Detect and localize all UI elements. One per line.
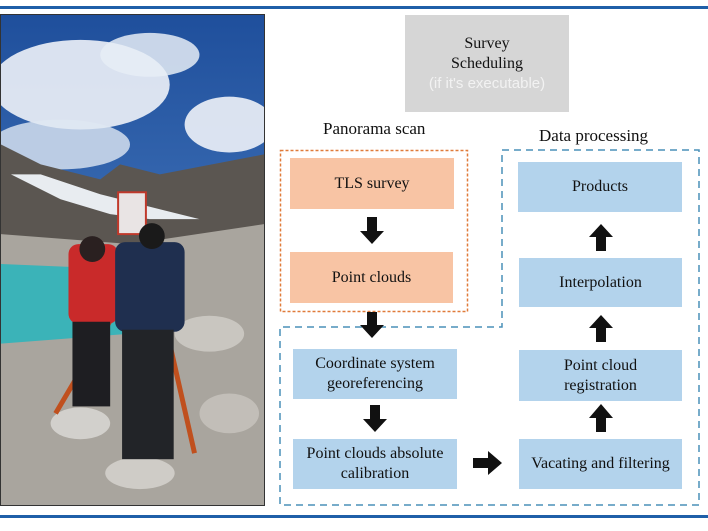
step-line1: Coordinate system <box>315 355 435 372</box>
field-survey-photo <box>0 14 265 506</box>
arrow-up-registration-to-interpolation <box>589 315 613 342</box>
vacating-filtering-box: Vacating and filtering <box>519 439 682 489</box>
step-line1: Point clouds absolute <box>306 445 444 462</box>
step-line1: Products <box>572 178 628 195</box>
step-line1: Point cloud <box>563 356 638 374</box>
survey-scheduling-box: Survey Scheduling (if it's executable) <box>405 15 569 112</box>
scheduling-note: (if it's executable) <box>428 74 546 92</box>
arrow-down-pointclouds-to-coordinate <box>360 312 384 338</box>
arrow-down-coordinate-to-calibration <box>363 405 387 432</box>
bottom-frame-line <box>0 515 708 518</box>
arrow-up-vacating-to-registration <box>589 404 613 432</box>
top-frame-line <box>0 6 708 9</box>
scheduling-title-line1: Survey <box>464 34 510 52</box>
scheduling-title-line2: Scheduling <box>451 54 523 72</box>
arrow-right-calibration-to-vacating <box>473 451 502 475</box>
point-cloud-registration-box: Point cloud registration <box>519 350 682 401</box>
step-line1: Interpolation <box>559 273 642 291</box>
coordinate-georeferencing-box: Coordinate system georeferencing <box>293 349 457 399</box>
panorama-scan-label: Panorama scan <box>323 119 426 138</box>
point-clouds-box: Point clouds <box>290 252 453 303</box>
arrow-up-interpolation-to-products <box>589 224 613 251</box>
step-line2: georeferencing <box>327 375 423 392</box>
step-line2: registration <box>564 376 637 394</box>
data-processing-group-border <box>279 149 700 506</box>
data-processing-label: Data processing <box>539 126 649 145</box>
panorama-scan-group-border <box>279 149 469 313</box>
absolute-calibration-box: Point clouds absolute calibration <box>293 439 457 489</box>
arrow-down-tls-to-pointclouds <box>360 217 384 244</box>
tls-survey-box: TLS survey <box>290 158 454 209</box>
step-line2: calibration <box>340 465 410 482</box>
step-line1: Vacating and filtering <box>531 455 670 472</box>
products-box: Products <box>518 162 682 212</box>
interpolation-box: Interpolation <box>519 258 682 307</box>
